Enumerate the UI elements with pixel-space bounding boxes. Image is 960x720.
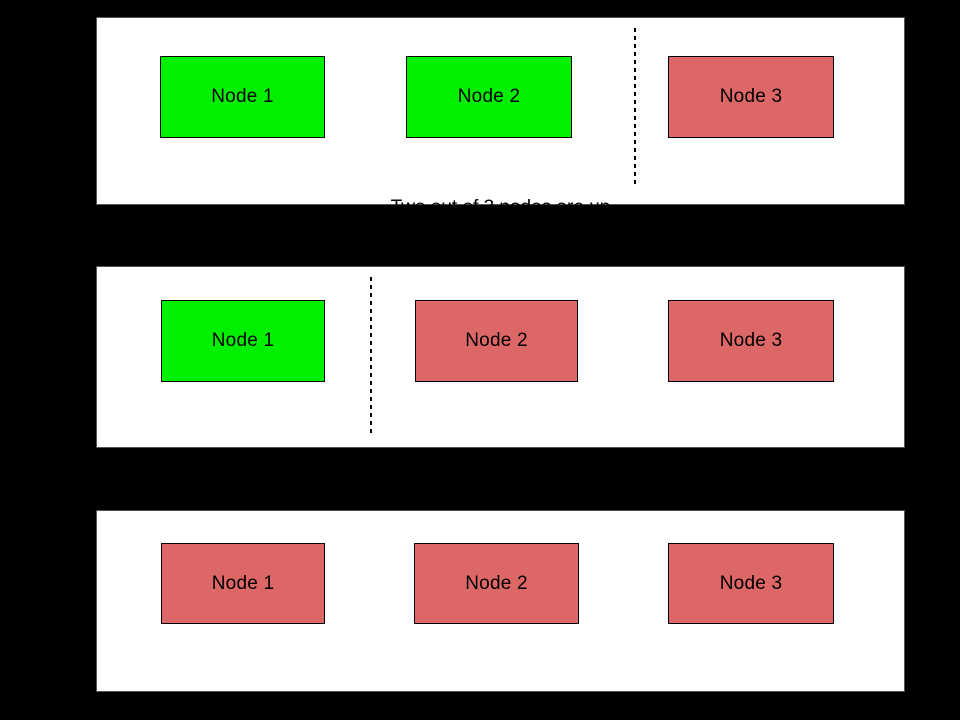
node-box-3: Node 3 [668,56,834,138]
partition-dashed-line [634,28,636,186]
panel-caption: All Nodes are down Majority Fails & Clus… [97,643,904,720]
partition-dashed-line [370,277,372,433]
node-label: Node 1 [211,572,275,594]
panel-two-nodes-down: Node 1 Node 2 Node 3 Two out of 3 nodes … [96,266,905,536]
caption-line-1: Two out of 3 nodes are down [378,446,623,467]
panel-two-nodes-up: Node 1 Node 2 Node 3 Two out of 3 nodes … [96,17,905,287]
panel-all-nodes-down: Node 1 Node 2 Node 3 All Nodes are down … [96,510,905,711]
node-box-3: Node 3 [668,543,834,624]
node-label: Node 3 [719,330,783,351]
node-box-2: Node 2 [414,543,579,624]
node-label: Node 3 [719,572,783,594]
node-box-1: Node 1 [160,56,325,138]
node-box-2: Node 2 [415,300,578,382]
node-label: Node 1 [211,330,275,351]
node-label: Node 2 [465,572,528,594]
node-label: Node 2 [465,330,528,351]
node-box-1: Node 1 [161,543,325,624]
node-label: Node 1 [211,86,274,107]
node-box-3: Node 3 [668,300,834,382]
caption-line-1: All Nodes are down [418,690,583,711]
node-box-2: Node 2 [406,56,572,138]
node-label: Node 2 [457,86,521,107]
caption-line-1: Two out of 3 nodes are up [390,197,611,218]
node-label: Node 3 [719,86,783,107]
node-box-1: Node 1 [161,300,325,382]
